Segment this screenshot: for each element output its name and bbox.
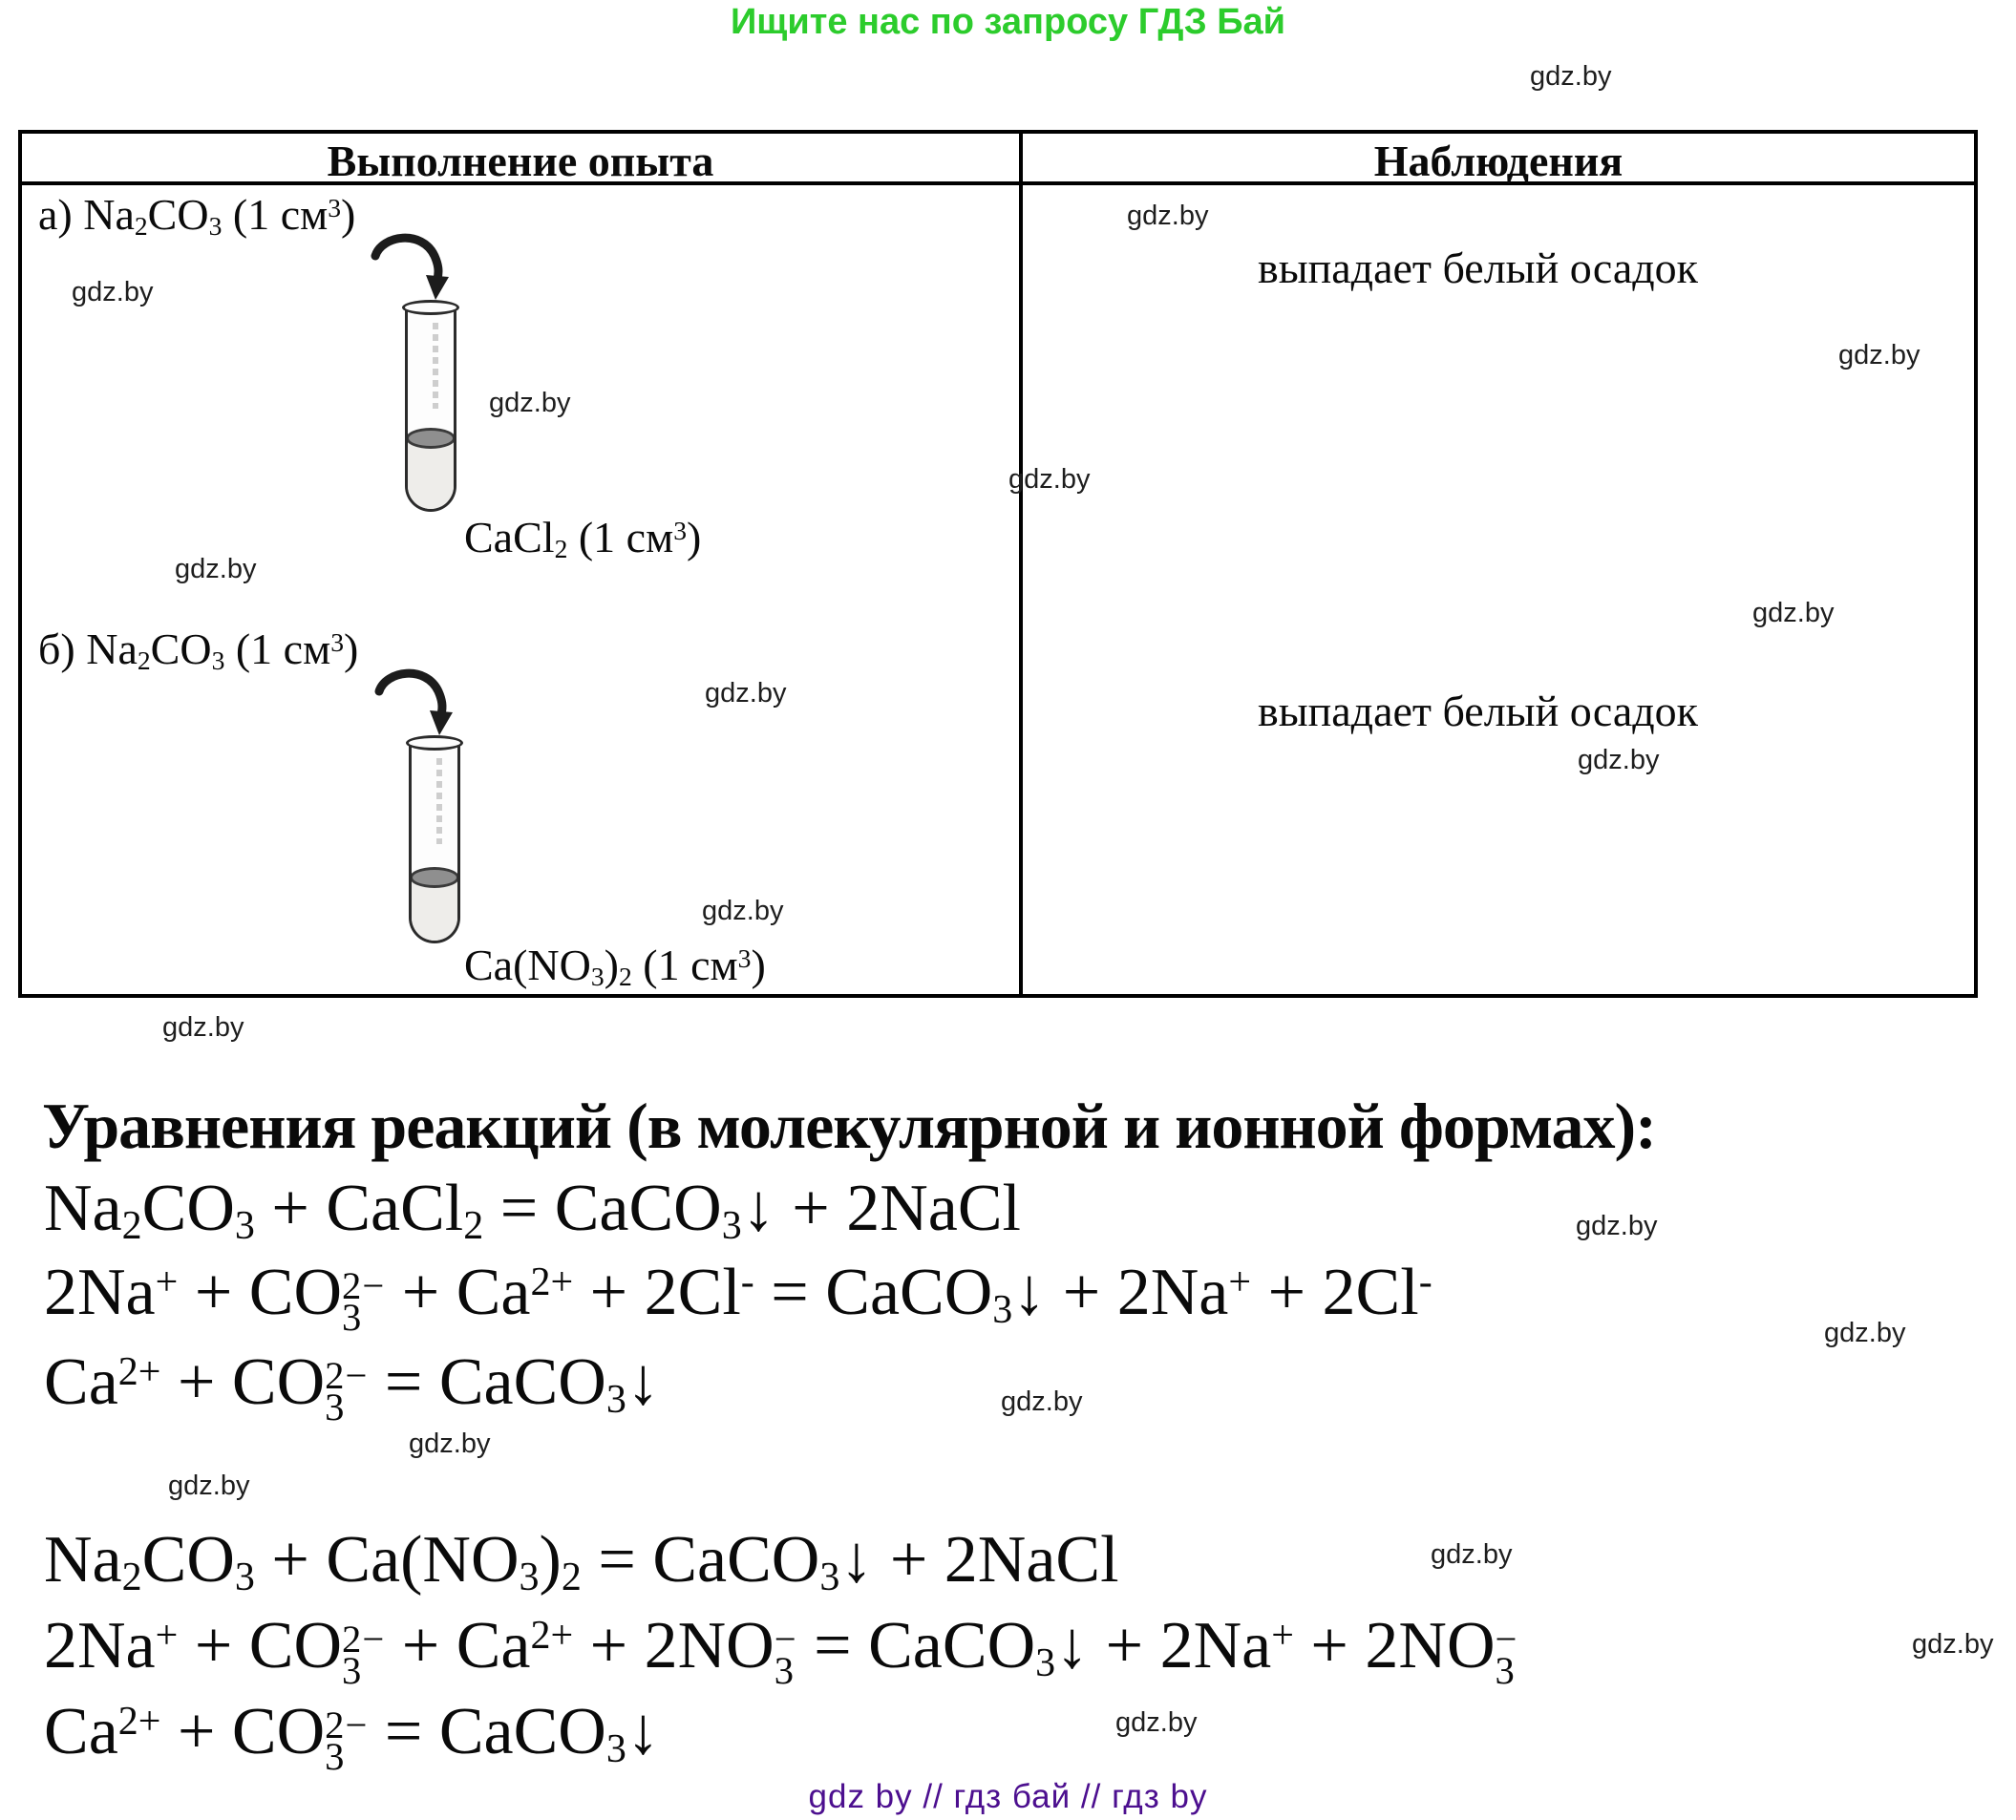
- table-border-left: [18, 130, 22, 998]
- watermark: gdz.by: [705, 678, 787, 709]
- table-border-bottom: [18, 994, 1978, 998]
- watermark: gdz.by: [1127, 201, 1209, 231]
- watermark: gdz.by: [1431, 1539, 1513, 1570]
- watermark: gdz.by: [1530, 61, 1612, 92]
- watermark: gdz.by: [1008, 464, 1091, 495]
- watermark: gdz.by: [1576, 1211, 1658, 1241]
- watermark: gdz.by: [409, 1428, 491, 1459]
- footer-links-text: gdz by // гдз бай // гдз by: [808, 1778, 1208, 1815]
- tube-rim: [402, 300, 459, 315]
- watermark: gdz.by: [1578, 745, 1660, 775]
- table-border-top: [18, 130, 1978, 134]
- table-border-right: [1974, 130, 1978, 998]
- watermark: gdz.by: [1824, 1318, 1906, 1348]
- watermark: gdz.by: [1838, 340, 1921, 370]
- tube-liquid: [412, 878, 457, 941]
- table-header-observations: Наблюдения: [1373, 137, 1623, 185]
- table-header-divider: [18, 181, 1978, 185]
- watermark: gdz.by: [1912, 1629, 1994, 1660]
- table-column-divider: [1019, 130, 1023, 998]
- table-header-execution: Выполнение опыта: [327, 137, 714, 185]
- test-tube-icon: [402, 300, 459, 512]
- observation-b-text: выпадает белый осадок: [1258, 687, 1698, 735]
- watermark: gdz.by: [1115, 1707, 1198, 1738]
- watermark: gdz.by: [168, 1471, 250, 1501]
- equation-line: Na2CO3 + Ca(NO3)2 = CaCO3↓ + 2NaCl: [44, 1523, 1119, 1600]
- tube-shine: [433, 323, 439, 409]
- watermark: gdz.by: [162, 1012, 244, 1043]
- tube-rim: [406, 735, 463, 751]
- pour-arrow-icon: [371, 233, 449, 300]
- observation-a-text: выпадает белый осадок: [1258, 243, 1698, 292]
- precipitate-band: [412, 867, 457, 888]
- tube-shine: [436, 758, 443, 844]
- watermark: gdz.by: [702, 896, 784, 926]
- promo-banner: Ищите нас по запросу ГДЗ Бай: [730, 2, 1286, 42]
- watermark: gdz.by: [72, 277, 154, 307]
- equations-heading: Уравнения реакций (в молекулярной и ионн…: [42, 1090, 1657, 1162]
- reagent-b-label: Ca(NO3)2 (1 см3): [464, 941, 766, 992]
- tube-body: [405, 307, 456, 512]
- test-tube-icon: [406, 735, 463, 943]
- equation-line: Na2CO3 + CaCl2 = CaCO3↓ + 2NaCl: [44, 1172, 1021, 1249]
- pour-arrow-icon: [374, 668, 453, 735]
- watermark: gdz.by: [175, 554, 257, 584]
- experiment-b-label: б) Na2CO3 (1 см3): [38, 624, 359, 676]
- tube-liquid: [408, 439, 454, 509]
- watermark: gdz.by: [1752, 598, 1835, 628]
- experiment-a-label: а) Na2CO3 (1 см3): [38, 190, 356, 242]
- reagent-a-label: CaCl2 (1 см3): [464, 513, 702, 564]
- watermark: gdz.by: [489, 388, 571, 418]
- precipitate-band: [408, 428, 454, 449]
- tube-body: [409, 743, 460, 943]
- watermark: gdz.by: [1001, 1386, 1083, 1417]
